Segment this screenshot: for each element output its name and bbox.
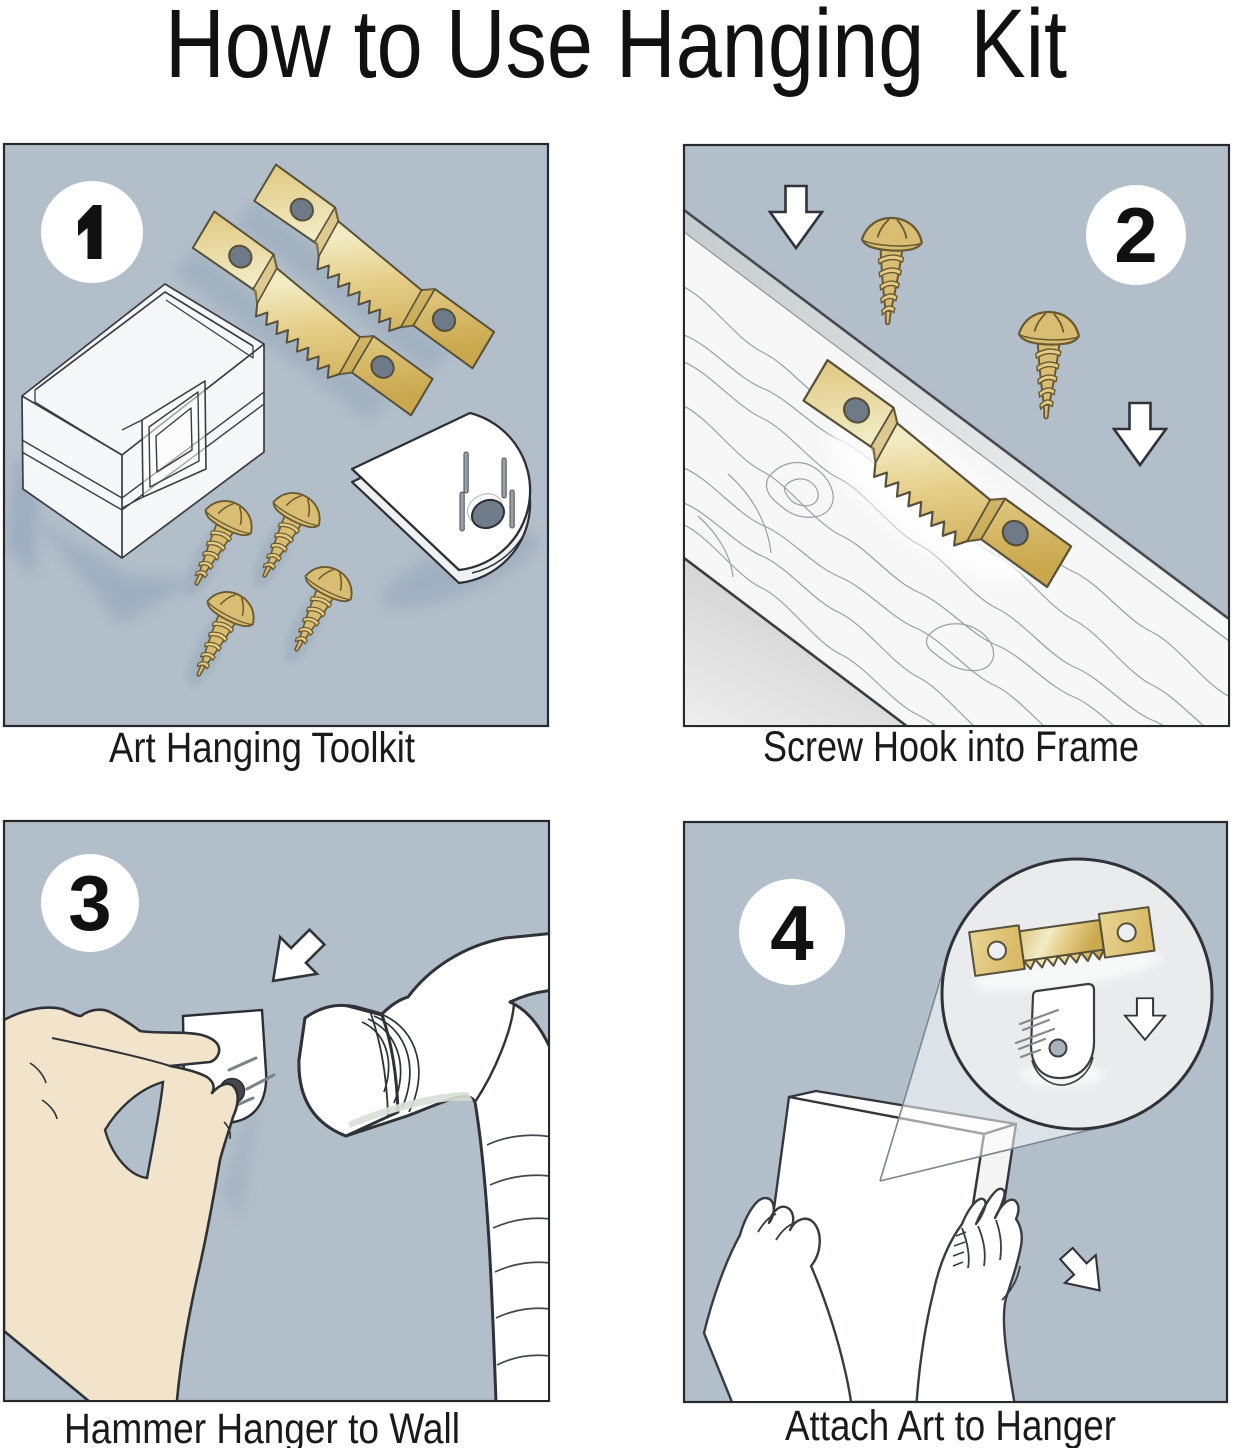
svg-text:Hammer Hanger to Wall: Hammer Hanger to Wall (64, 1405, 460, 1448)
svg-text:Art Hanging Toolkit: Art Hanging Toolkit (109, 724, 415, 772)
svg-text:Attach Art to Hanger: Attach Art to Hanger (785, 1402, 1116, 1448)
svg-text:2: 2 (1114, 191, 1157, 279)
svg-text:4: 4 (770, 889, 813, 977)
svg-text:How to Use Hanging Kit: How to Use Hanging Kit (165, 0, 1067, 98)
svg-text:3: 3 (68, 859, 111, 947)
svg-text:Screw Hook into Frame: Screw Hook into Frame (763, 723, 1139, 771)
